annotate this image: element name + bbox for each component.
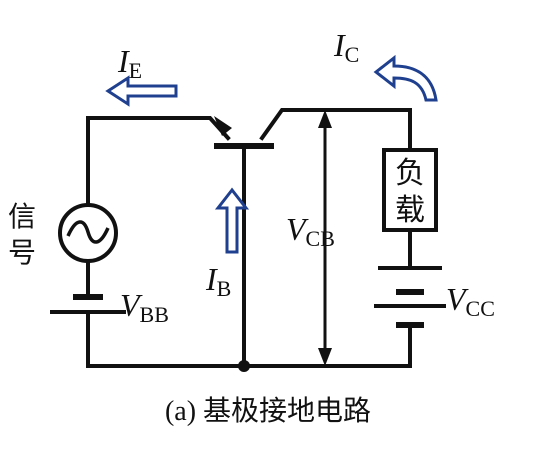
vcb-arrowhead-top	[318, 110, 332, 128]
vcc-battery	[374, 266, 446, 328]
junction-dot	[238, 360, 250, 372]
emitter-arrow	[214, 116, 232, 136]
ie-current-arrow	[105, 75, 178, 107]
transistor	[214, 116, 274, 149]
vbb-battery	[50, 294, 126, 314]
vcc-label: VCC	[446, 281, 495, 321]
signal-label-2: 号	[8, 238, 36, 269]
collector-wire	[259, 108, 412, 152]
emitter-wire	[86, 116, 231, 141]
ic-current-arrow	[373, 54, 438, 102]
ic-label: IC	[333, 27, 359, 67]
vcb-arrow	[318, 110, 332, 366]
ib-current-arrow	[214, 187, 250, 254]
load-rect	[382, 148, 438, 232]
load-label-1: 负	[395, 157, 425, 190]
vcb-arrowhead-bottom	[318, 348, 332, 366]
ie-label: IE	[117, 43, 142, 83]
figure-caption: (a) 基极接地电路	[165, 395, 371, 427]
sine-wave-icon	[66, 220, 110, 244]
signal-label-1: 信	[8, 201, 36, 233]
vcb-label: VCB	[286, 211, 335, 251]
signal-source	[58, 203, 118, 263]
load-label-2: 载	[395, 194, 425, 227]
ib-label: IB	[205, 261, 231, 301]
vbb-label: VBB	[120, 287, 169, 327]
load-box: 负 载	[382, 148, 438, 232]
